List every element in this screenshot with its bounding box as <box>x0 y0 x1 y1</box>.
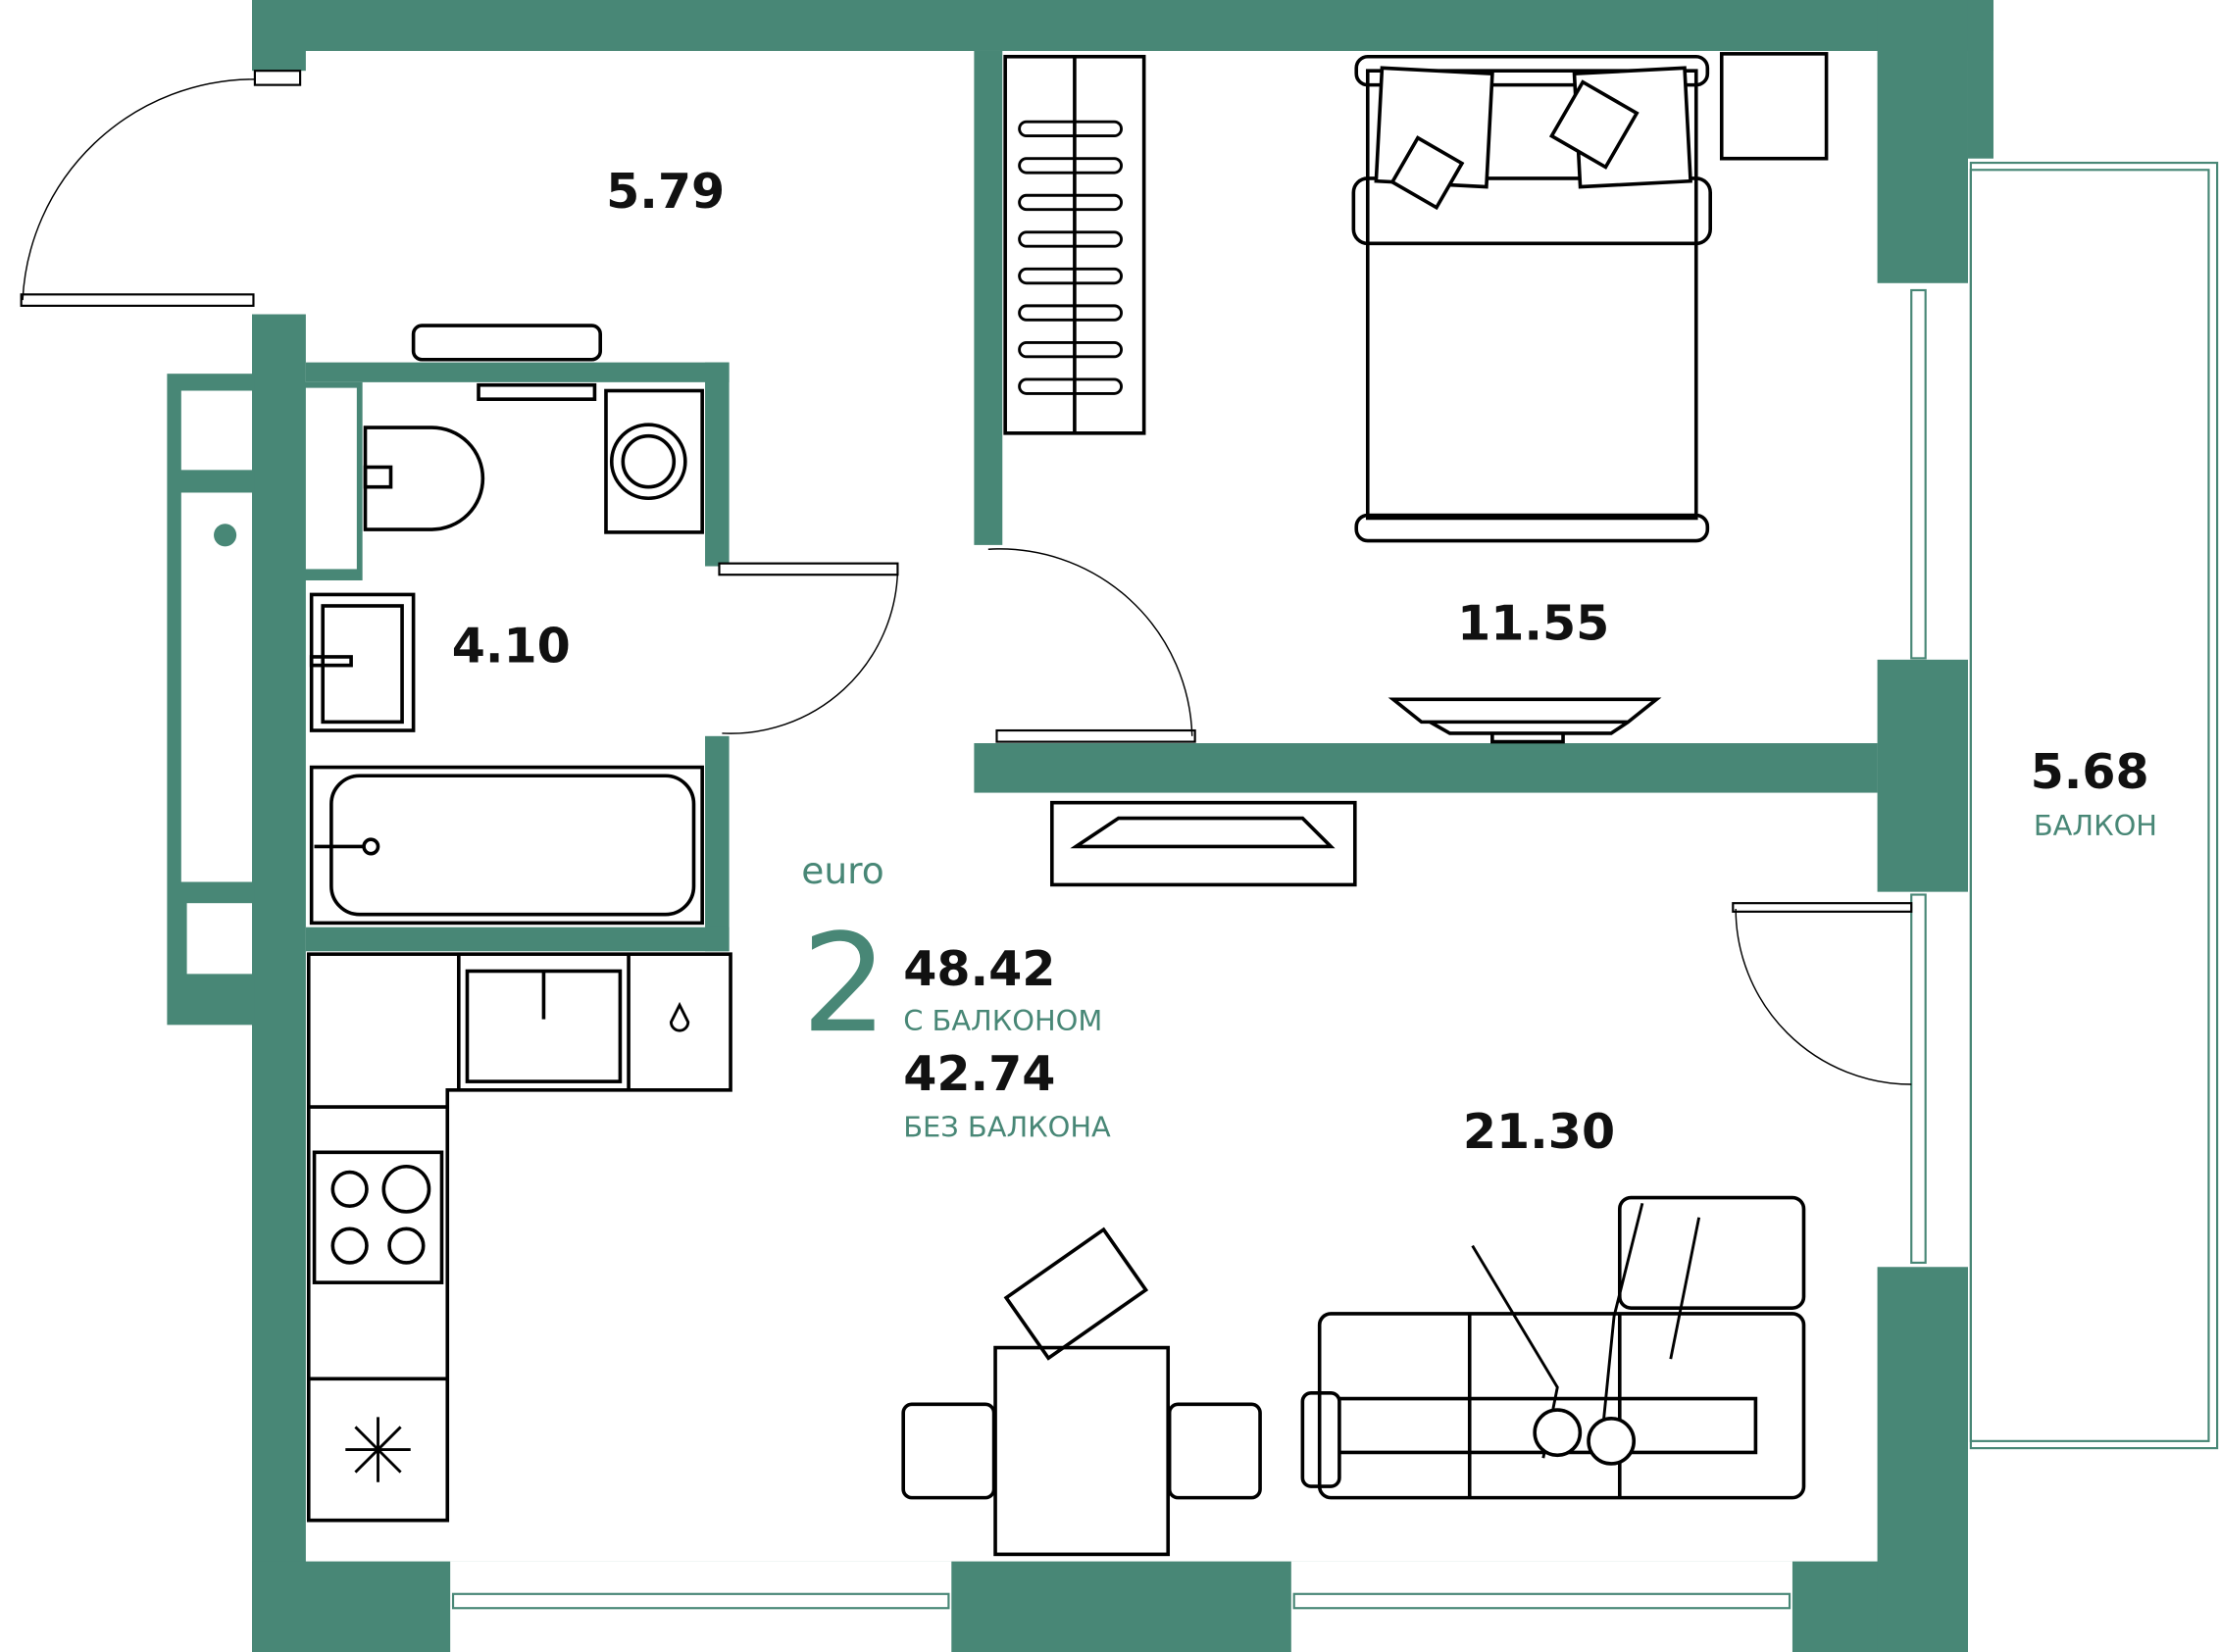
without-balcony-label: БЕЗ БАЛКОНА <box>903 1110 1111 1143</box>
rooms-count: 2 <box>801 904 887 1063</box>
apartment-summary: euro 2 48.42 С БАЛКОНОМ 42.74 БЕЗ БАЛКОН… <box>801 849 1111 1143</box>
sofa <box>1300 1195 1806 1500</box>
bedroom-area: 11.55 <box>1457 595 1609 652</box>
balcony <box>1969 161 2219 1450</box>
living-kitchen-area: 21.30 <box>1463 1103 1615 1160</box>
area-with-balcony: 48.42 <box>903 940 1055 997</box>
area-without-balcony: 42.74 <box>903 1045 1055 1102</box>
hall-area: 5.79 <box>606 163 725 220</box>
doors <box>20 70 1913 1085</box>
balcony-area: 5.68 <box>2031 743 2149 800</box>
room-labels: 5.79 4.10 11.55 21.30 5.68 БАЛКОН <box>452 163 2157 1160</box>
balcony-label: БАЛКОН <box>2034 809 2157 842</box>
furniture <box>306 52 1829 1557</box>
tv-stand <box>1049 800 1357 887</box>
with-balcony-label: С БАЛКОНОМ <box>903 1004 1102 1037</box>
dining-set <box>901 1226 1262 1557</box>
nightstand <box>1719 52 1829 161</box>
bathroom-area: 4.10 <box>452 618 571 675</box>
type-label: euro <box>801 849 883 892</box>
bathroom-fixtures <box>309 324 704 926</box>
kitchen <box>306 952 732 1523</box>
bed <box>1351 54 1713 543</box>
walls <box>167 0 1993 1652</box>
